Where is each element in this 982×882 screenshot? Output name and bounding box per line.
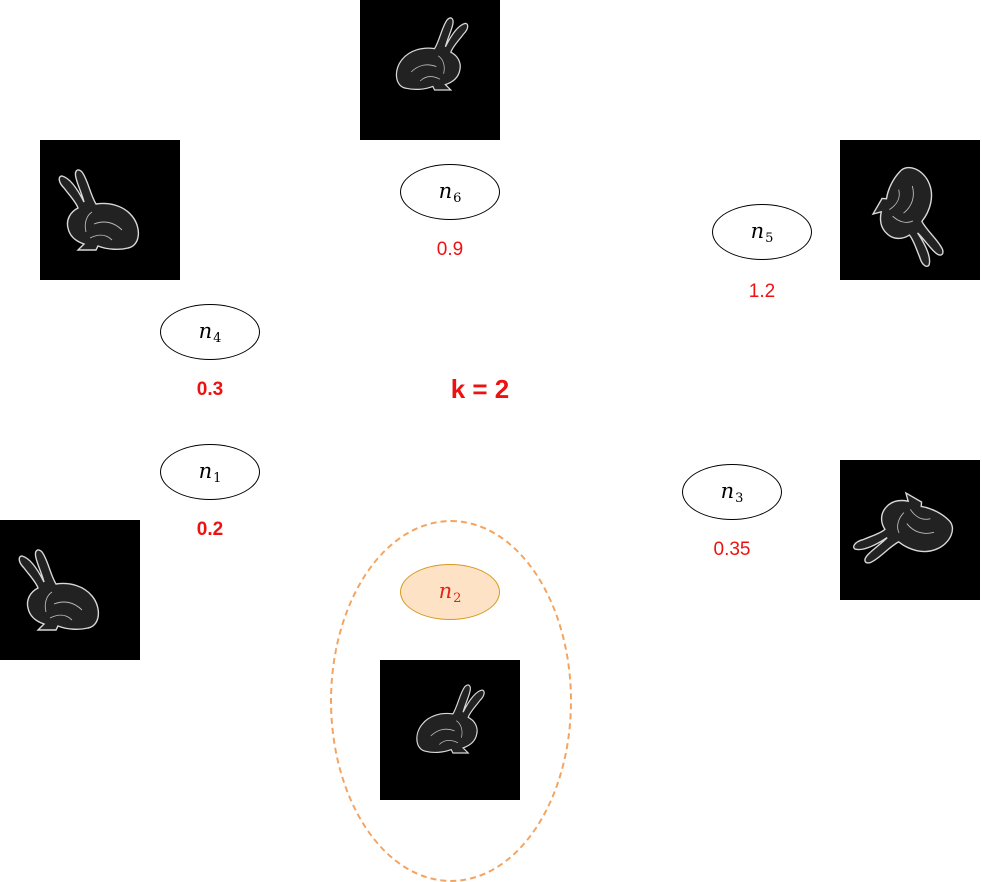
node-n2-selected[interactable]: n2	[400, 564, 500, 620]
distance-n5: 1.2	[748, 281, 776, 302]
node-label: n1	[198, 458, 222, 486]
node-n5[interactable]: n5	[712, 204, 812, 260]
bunny-view-n3	[840, 460, 980, 600]
bunny-view-n5	[840, 140, 980, 280]
distance-n6: 0.9	[436, 239, 464, 260]
node-label: n5	[750, 218, 774, 246]
bunny-view-n1	[0, 520, 140, 660]
node-n3[interactable]: n3	[682, 464, 782, 520]
node-n1[interactable]: n1	[160, 444, 260, 500]
node-label: n4	[198, 318, 222, 346]
node-label: n3	[720, 478, 744, 506]
bunny-view-n6	[360, 0, 500, 140]
k-label: k = 2	[450, 374, 510, 404]
bunny-view-n4	[40, 140, 180, 280]
node-label: n2	[438, 578, 462, 606]
node-n6[interactable]: n6	[400, 164, 500, 220]
node-n4[interactable]: n4	[160, 304, 260, 360]
distance-n4: 0.3	[196, 379, 224, 400]
distance-n1: 0.2	[196, 519, 224, 540]
selection-ring	[330, 520, 572, 882]
distance-n3: 0.35	[713, 539, 751, 560]
node-label: n6	[438, 178, 462, 206]
